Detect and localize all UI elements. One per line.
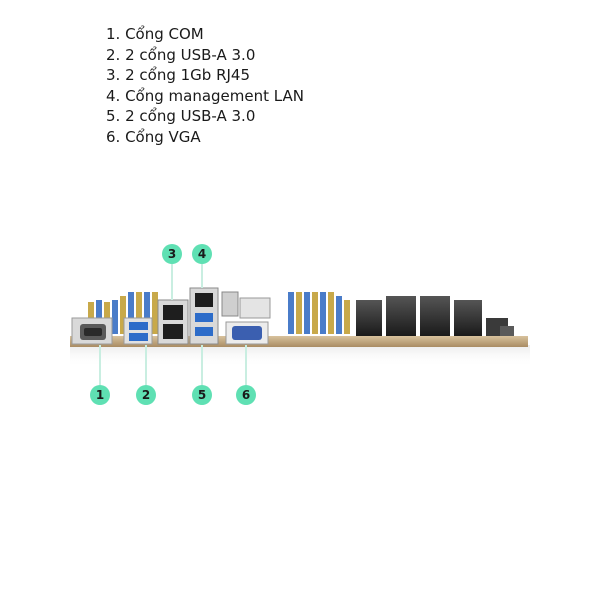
dimm-slots-right <box>288 292 350 334</box>
board-reflection <box>70 345 530 367</box>
legend-item-com: 1. Cổng COM <box>106 25 204 43</box>
legend-item-usb-a-front: 5. 2 cổng USB-A 3.0 <box>106 107 256 126</box>
usb-a-rear-stack <box>123 317 153 345</box>
mgmt-lan-usb-stack <box>189 287 219 345</box>
marker-4-management-lan: 4 <box>192 244 212 264</box>
marker-1-com: 1 <box>90 385 110 405</box>
marker-3-rj45: 3 <box>162 244 182 264</box>
legend-item-usb-a-rear: 2. 2 cổng USB-A 3.0 <box>106 45 256 64</box>
leader-lines <box>99 264 247 385</box>
legend-item-rj45: 3. 2 cổng 1Gb RJ45 <box>106 66 251 85</box>
marker-5-usb-a: 5 <box>192 385 212 405</box>
marker-2-usb-a: 2 <box>136 385 156 405</box>
com-port <box>71 317 113 345</box>
legend-item-vga: 6. Cổng VGA <box>106 127 201 146</box>
heatsinks <box>356 296 514 336</box>
vga-port <box>225 321 269 345</box>
port-legend: 1. Cổng COM 2. 2 cổng USB-A 3.0 3. 2 cổn… <box>106 24 304 148</box>
pcb-edge <box>70 336 528 347</box>
marker-6-vga: 6 <box>236 385 256 405</box>
legend-item-management-lan: 4. Cổng management LAN <box>106 86 304 105</box>
rj45-stack <box>157 299 189 345</box>
